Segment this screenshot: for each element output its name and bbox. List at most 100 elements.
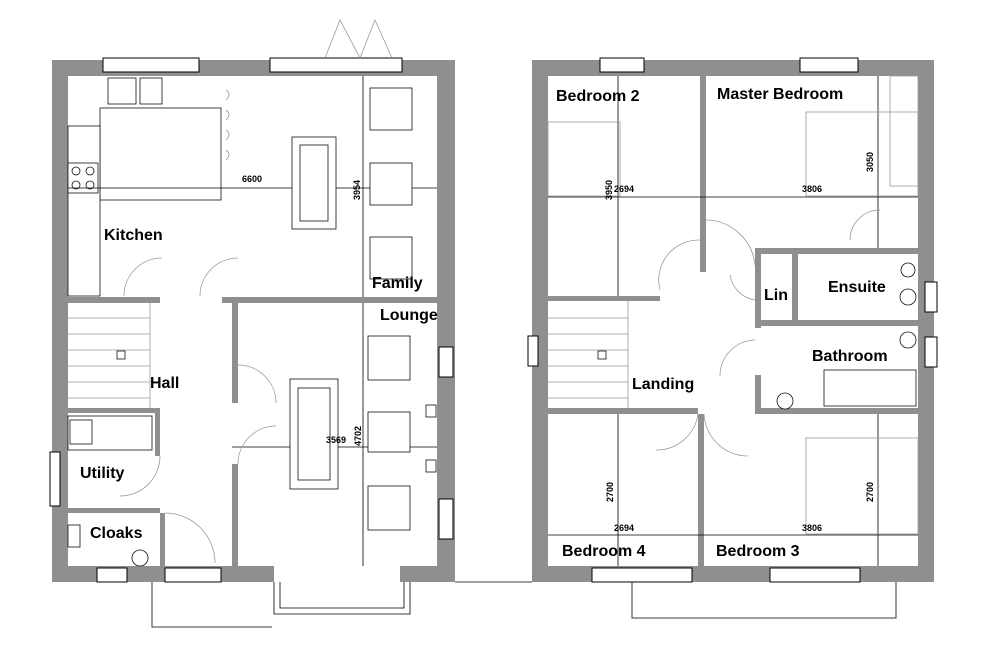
ff-window-landing	[527, 335, 539, 367]
gf-porch-outline	[151, 582, 272, 628]
gf-armchair	[367, 411, 411, 453]
room-label-master: Master Bedroom	[717, 86, 843, 103]
ff-staircase	[548, 301, 629, 408]
gf-front-door	[164, 567, 222, 583]
room-label-family: Family	[372, 275, 423, 292]
gf-armchair	[367, 335, 411, 381]
ff-bed-bedroom2	[547, 121, 621, 197]
ff-bathroom-wc	[899, 331, 917, 349]
gf-wc	[131, 549, 149, 567]
dim-label-master-depth: 3050	[865, 152, 875, 172]
dim-label-bed2-width: 2694	[614, 184, 634, 194]
ff-wall-lin-left	[755, 248, 761, 328]
dim-label-family-depth: 3954	[352, 180, 362, 200]
dim-label-bed4-width: 2694	[614, 523, 634, 533]
room-label-kitchen: Kitchen	[104, 227, 163, 244]
gf-wall-hall-left-2	[232, 464, 238, 566]
room-label-bedroom3: Bedroom 3	[716, 543, 800, 560]
ff-wall-bed2-landing	[548, 296, 660, 301]
ff-window-master	[799, 57, 859, 73]
room-label-hall: Hall	[150, 375, 179, 392]
ff-window-bedroom4	[591, 567, 693, 583]
gf-wall-bottom-right	[400, 566, 455, 582]
gf-wall-bottom-left	[52, 566, 274, 582]
gf-hob-ring	[85, 166, 95, 176]
ff-door-swing-bed3	[703, 413, 749, 457]
ff-wall-top	[532, 60, 934, 76]
gf-window-kitchen	[102, 57, 200, 73]
ff-wall-bed4-bed3	[698, 414, 704, 566]
gf-window-lounge-right-2	[438, 498, 454, 540]
gf-garden-doors-swing	[324, 18, 393, 59]
gf-armchair	[369, 162, 413, 206]
ff-bed-master	[805, 111, 919, 197]
ff-bay-outline	[631, 582, 897, 619]
gf-wall-hall-left	[232, 303, 238, 403]
gf-armchair	[369, 236, 413, 280]
ff-wall-bath-bottom	[755, 408, 918, 414]
ff-door-swing-master	[705, 219, 756, 266]
ground-floor-plan: Kitchen Family Lounge Hall Utility Cloak…	[49, 18, 455, 628]
dim-label-bed3-width: 3806	[802, 523, 822, 533]
gf-door-swing-lounge-2	[237, 425, 277, 465]
ff-door-swing-ensuite	[849, 209, 881, 241]
ff-wall-left	[532, 60, 548, 582]
gf-door-swing-kitchen-2	[199, 257, 239, 297]
ff-ensuite-wc	[899, 288, 917, 306]
ff-ensuite-basin	[900, 262, 916, 278]
gf-door-swing-kitchen	[123, 257, 163, 297]
gf-window-cloaks	[96, 567, 128, 583]
dim-label-lounge-depth: 4702	[353, 426, 363, 446]
room-label-lounge: Lounge	[380, 307, 438, 324]
gf-door-swing-lounge	[237, 364, 277, 404]
gf-family-sofa-seat	[299, 144, 329, 222]
ff-wall-bed2-master	[700, 76, 706, 272]
gf-window-lounge-right	[438, 346, 454, 378]
ff-bed-bedroom3	[805, 437, 919, 535]
gf-kitchen-island	[99, 107, 222, 201]
room-label-bedroom4: Bedroom 4	[562, 543, 646, 560]
ff-window-ensuite	[924, 281, 938, 313]
gf-basin	[67, 524, 81, 548]
gf-armchair	[367, 485, 411, 531]
gf-wall-utility-side	[155, 408, 160, 456]
dim-label-master-width: 3806	[802, 184, 822, 194]
ff-door-swing-bed2	[658, 239, 701, 291]
ff-bathroom-basin	[776, 392, 794, 410]
room-label-utility: Utility	[80, 465, 125, 482]
room-label-ensuite: Ensuite	[828, 279, 886, 296]
gf-lounge-sofa-seat	[297, 387, 331, 481]
ff-bath-tub	[823, 369, 917, 407]
gf-bay-window-inner	[279, 582, 405, 609]
gf-wall-hall-lounge	[222, 297, 437, 303]
gf-wall-utility-top	[68, 408, 160, 413]
ff-wall-bath-left	[755, 375, 761, 413]
gf-hob	[67, 162, 99, 194]
gf-door-swing-utility	[119, 455, 161, 497]
ff-wall-right	[918, 60, 934, 582]
gf-staircase	[68, 303, 151, 408]
gf-side-table	[425, 404, 437, 418]
gf-hob-ring	[71, 180, 81, 190]
gf-hob-ring	[85, 180, 95, 190]
dim-label-bed4-depth: 2700	[605, 482, 615, 502]
gf-bay-window	[273, 582, 411, 615]
dim-label-kitchen-width: 6600	[242, 174, 262, 184]
ff-door-swing-bath	[719, 339, 756, 377]
ff-wall-lin-top	[755, 248, 918, 254]
ff-wall-landing-bed4	[548, 408, 698, 414]
gf-fridge	[139, 77, 163, 105]
ff-door-swing-lin	[729, 274, 756, 301]
ff-window-bedroom2	[599, 57, 645, 73]
gf-kitchen-sink	[107, 77, 137, 105]
dim-label-bed3-depth: 2700	[865, 482, 875, 502]
ff-door-swing-bed4	[655, 413, 699, 451]
gf-armchair	[369, 87, 413, 131]
ff-wall-ensuite-bath	[755, 320, 918, 326]
gf-kitchen-worktop-left	[67, 125, 101, 297]
gf-wall-cloaks-top	[68, 508, 160, 513]
room-label-landing: Landing	[632, 376, 694, 393]
room-label-cloaks: Cloaks	[90, 525, 143, 542]
gf-utility-sink	[69, 419, 93, 445]
